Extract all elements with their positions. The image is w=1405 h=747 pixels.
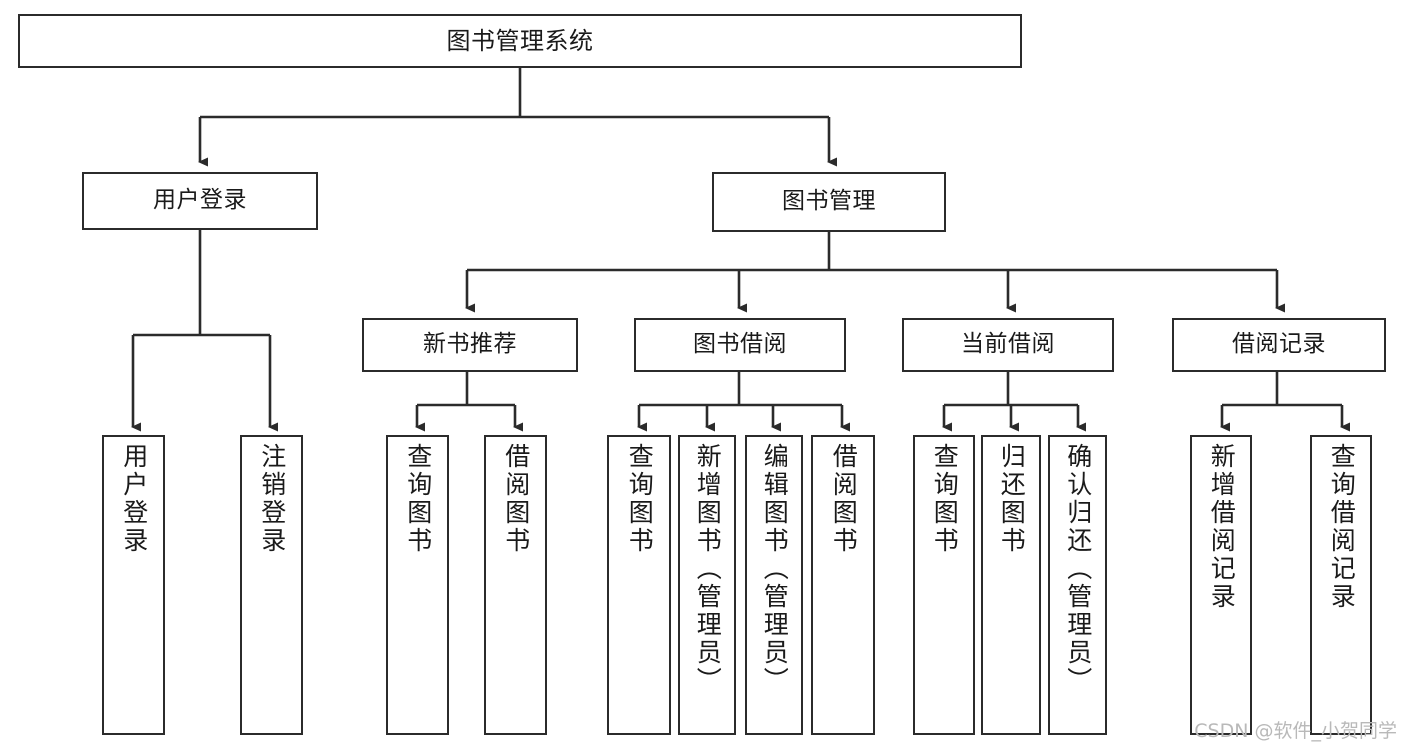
node-root-system[interactable]: 图书管理系统 bbox=[18, 14, 1022, 68]
node-new-book-recommend[interactable]: 新书推荐 bbox=[362, 318, 578, 372]
leaf-query-book-recommend[interactable]: 查询图书 bbox=[386, 435, 449, 735]
leaf-borrow-book-label: 借阅图书 bbox=[829, 443, 859, 555]
node-new-book-recommend-label: 新书推荐 bbox=[423, 331, 517, 358]
node-borrow-record-label: 借阅记录 bbox=[1232, 331, 1326, 358]
node-book-management-label: 图书管理 bbox=[782, 188, 876, 215]
node-user-login[interactable]: 用户登录 bbox=[82, 172, 318, 230]
leaf-query-book-borrow[interactable]: 查询图书 bbox=[607, 435, 671, 735]
csdn-watermark: CSDN @软件_小贺同学 bbox=[1194, 720, 1397, 742]
leaf-borrow-book-recommend-label: 借阅图书 bbox=[501, 443, 531, 555]
leaf-query-book-current-label: 查询图书 bbox=[930, 443, 960, 555]
leaf-logout-login[interactable]: 注销登录 bbox=[240, 435, 303, 735]
leaf-borrow-book-recommend[interactable]: 借阅图书 bbox=[484, 435, 547, 735]
node-borrow-record[interactable]: 借阅记录 bbox=[1172, 318, 1386, 372]
node-current-borrow[interactable]: 当前借阅 bbox=[902, 318, 1114, 372]
leaf-edit-book-admin[interactable]: 编辑图书（管理员） bbox=[745, 435, 803, 735]
node-book-management[interactable]: 图书管理 bbox=[712, 172, 946, 232]
leaf-logout-login-label: 注销登录 bbox=[257, 443, 287, 555]
leaf-query-book-borrow-label: 查询图书 bbox=[625, 443, 655, 555]
leaf-query-borrow-record-label: 查询借阅记录 bbox=[1327, 443, 1357, 611]
leaf-user-login[interactable]: 用户登录 bbox=[102, 435, 165, 735]
leaf-add-borrow-record[interactable]: 新增借阅记录 bbox=[1190, 435, 1252, 735]
node-user-login-label: 用户登录 bbox=[153, 187, 247, 214]
leaf-user-login-label: 用户登录 bbox=[119, 443, 149, 555]
leaf-edit-book-admin-label: 编辑图书（管理员） bbox=[760, 443, 790, 695]
leaf-return-book-label: 归还图书 bbox=[997, 443, 1027, 555]
leaf-add-book-admin[interactable]: 新增图书（管理员） bbox=[678, 435, 736, 735]
leaf-return-book[interactable]: 归还图书 bbox=[981, 435, 1041, 735]
leaf-query-book-recommend-label: 查询图书 bbox=[403, 443, 433, 555]
node-book-borrow-label: 图书借阅 bbox=[693, 331, 787, 358]
leaf-borrow-book[interactable]: 借阅图书 bbox=[811, 435, 875, 735]
node-current-borrow-label: 当前借阅 bbox=[961, 331, 1055, 358]
leaf-add-borrow-record-label: 新增借阅记录 bbox=[1207, 443, 1237, 611]
node-root-system-label: 图书管理系统 bbox=[446, 26, 594, 55]
leaf-query-borrow-record[interactable]: 查询借阅记录 bbox=[1310, 435, 1372, 735]
leaf-add-book-admin-label: 新增图书（管理员） bbox=[693, 443, 723, 695]
node-book-borrow[interactable]: 图书借阅 bbox=[634, 318, 846, 372]
leaf-confirm-return-admin[interactable]: 确认归还（管理员） bbox=[1048, 435, 1107, 735]
leaf-confirm-return-admin-label: 确认归还（管理员） bbox=[1063, 443, 1093, 695]
leaf-query-book-current[interactable]: 查询图书 bbox=[913, 435, 975, 735]
